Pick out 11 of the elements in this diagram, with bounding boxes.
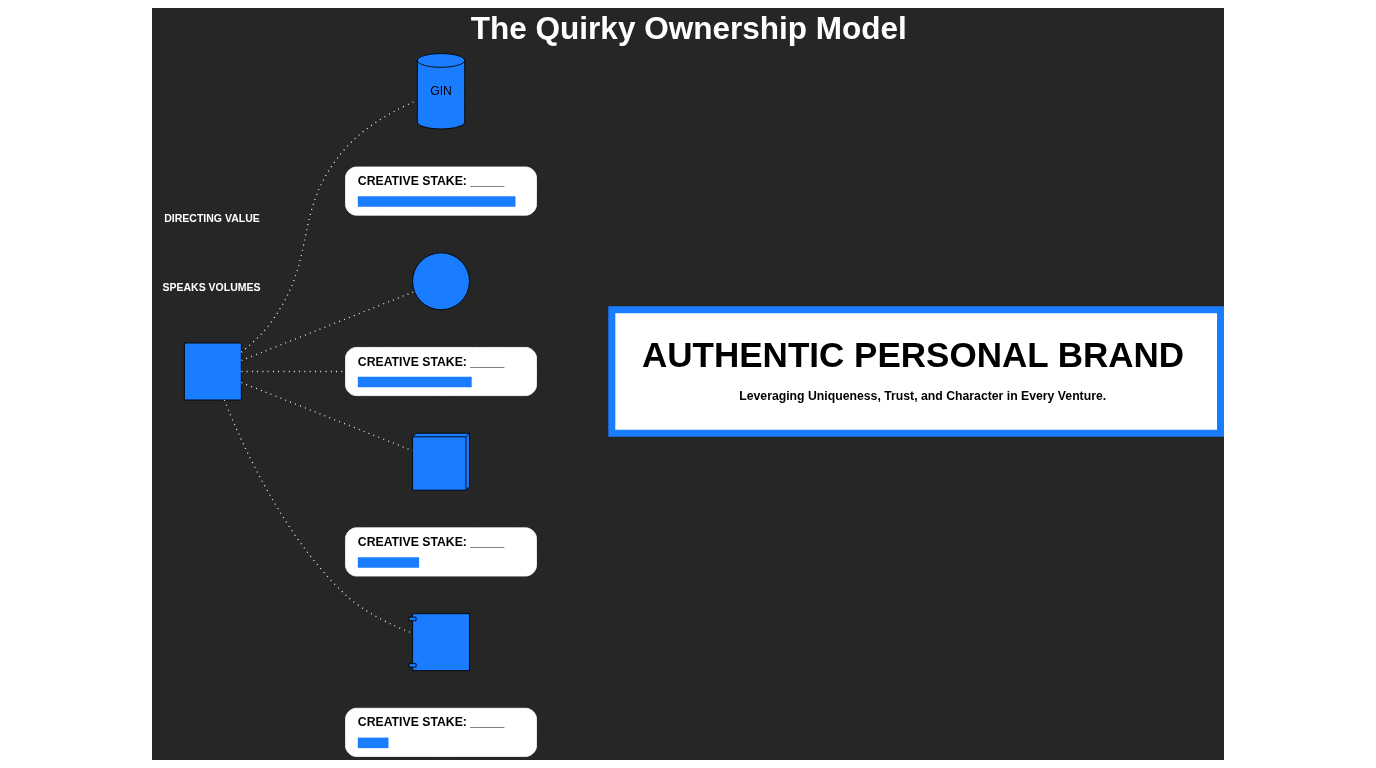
node-box: CREATIVE STAKE: _____ <box>345 347 537 397</box>
node-box: CREATIVE STAKE: _____ <box>345 527 537 577</box>
connector <box>223 399 413 634</box>
node-ball <box>412 252 470 311</box>
label: SPEAKS VOLUMES <box>162 281 261 294</box>
diagram-title: The Quirky Ownership Model <box>470 10 907 47</box>
node-phone <box>183 342 242 401</box>
node-box: CREATIVE STAKE: _____ <box>345 166 537 216</box>
label: DIRECTING VALUE <box>164 211 260 224</box>
node-box: CREATIVE STAKE: _____ <box>345 707 537 757</box>
node-box: AUTHENTIC PERSONAL BRAND Leveraging Uniqueness, Trust, and Character in Every Venture. <box>608 306 1224 437</box>
